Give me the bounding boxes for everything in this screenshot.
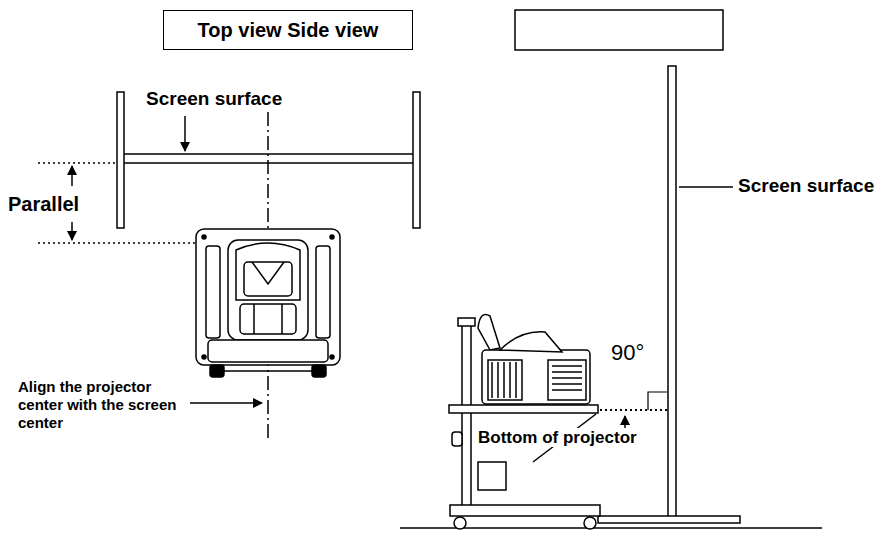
label-text: Parallel xyxy=(8,193,79,215)
projector-stand xyxy=(449,318,600,529)
callout-label: 90° xyxy=(611,340,644,366)
side-view-screen xyxy=(598,66,740,523)
projector-side-view xyxy=(478,315,590,405)
dotted-line xyxy=(600,409,667,411)
right-angle-mark xyxy=(648,392,667,410)
header-text: Top view Side view xyxy=(198,19,379,42)
leader-arrow xyxy=(190,402,262,404)
dotted-line xyxy=(38,162,117,164)
leader-line xyxy=(679,186,733,188)
label-text: 90° xyxy=(611,340,644,365)
callout-label: Screen surface xyxy=(146,88,282,111)
label-text: Screen surface xyxy=(738,175,874,196)
callout-label: Bottom of projector xyxy=(478,428,637,448)
dimension-arrow xyxy=(71,166,73,186)
header-box xyxy=(515,10,723,50)
leader-arrow xyxy=(184,116,186,151)
callout-label: Screen surface xyxy=(738,175,874,198)
label-text: Align the projector center with the scre… xyxy=(18,378,176,431)
label-text: Bottom of projector xyxy=(478,428,637,447)
callout-label: Parallel xyxy=(8,192,79,216)
projector-top-view xyxy=(196,229,340,377)
dotted-line xyxy=(38,242,196,244)
label-text: Screen surface xyxy=(146,88,282,109)
callout-label: Align the projector center with the scre… xyxy=(18,378,178,432)
dimension-arrow xyxy=(71,222,73,240)
header-box: Top view Side view xyxy=(163,10,413,50)
